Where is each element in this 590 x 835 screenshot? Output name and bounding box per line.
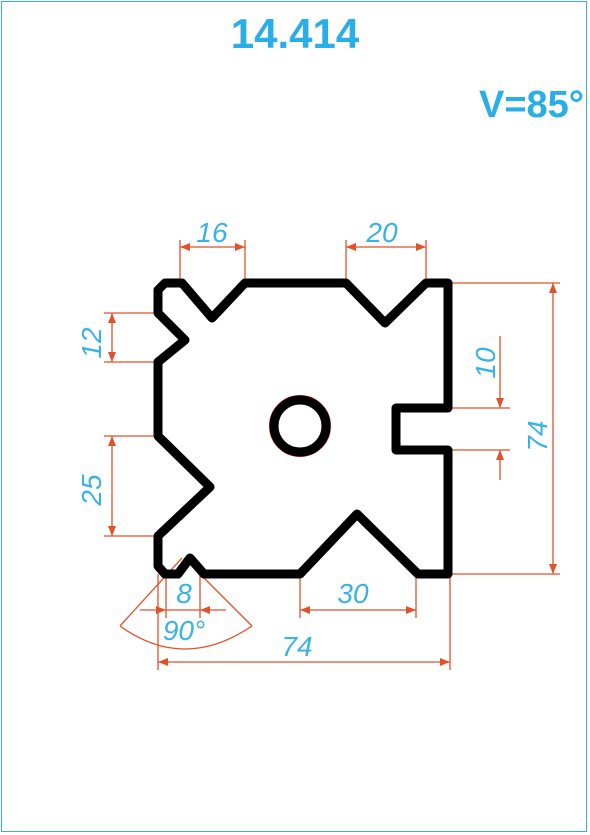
dim-overall-width: 74: [281, 631, 312, 662]
dim-bottom-left-groove: 8: [176, 578, 192, 609]
dim-bottom-angle: 90°: [163, 615, 205, 646]
profile-outline: [153, 278, 453, 579]
dimension-lines: [104, 240, 560, 670]
dim-left-lower-groove: 25: [76, 474, 107, 507]
dim-left-upper-groove: 12: [76, 327, 107, 359]
dim-bottom-groove: 30: [337, 578, 369, 609]
dim-right-slot: 10: [470, 347, 501, 379]
dim-top-right-groove: 20: [365, 217, 398, 248]
center-hole: [269, 395, 331, 457]
dim-top-left-groove: 16: [196, 217, 228, 248]
dimension-arrows: [108, 243, 557, 666]
dim-overall-height: 74: [522, 420, 553, 451]
angle-label: V=85°: [478, 84, 584, 126]
profile-code: 14.414: [230, 10, 360, 57]
